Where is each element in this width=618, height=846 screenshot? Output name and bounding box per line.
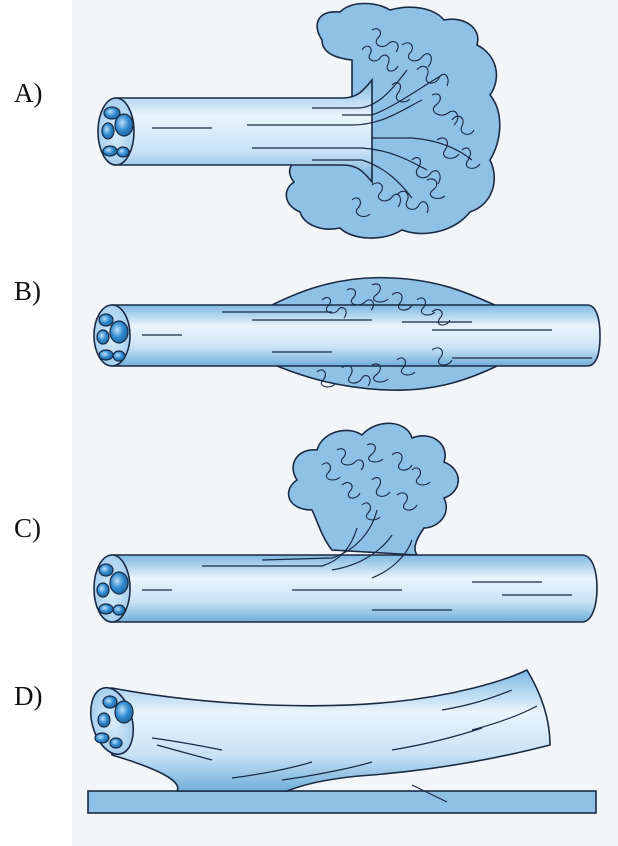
figure-c-fiber-body	[112, 555, 597, 622]
figure-b-drawing	[72, 260, 618, 400]
figure-b	[72, 260, 618, 400]
label-c: C)	[14, 515, 41, 542]
figure-d	[72, 650, 618, 820]
figure-c-drawing	[72, 410, 618, 640]
figure-d-fiber-body	[112, 670, 550, 791]
figure-c-bulge	[289, 423, 459, 555]
figure-a-drawing	[72, 0, 618, 245]
label-a: A)	[14, 80, 43, 107]
label-b: B)	[14, 278, 41, 305]
figure-d-base	[88, 791, 596, 813]
label-d: D)	[14, 683, 43, 710]
figure-b-fiber-body	[112, 305, 600, 366]
figure-d-drawing	[72, 650, 618, 820]
figure-a	[72, 0, 618, 245]
figure-c	[72, 410, 618, 640]
